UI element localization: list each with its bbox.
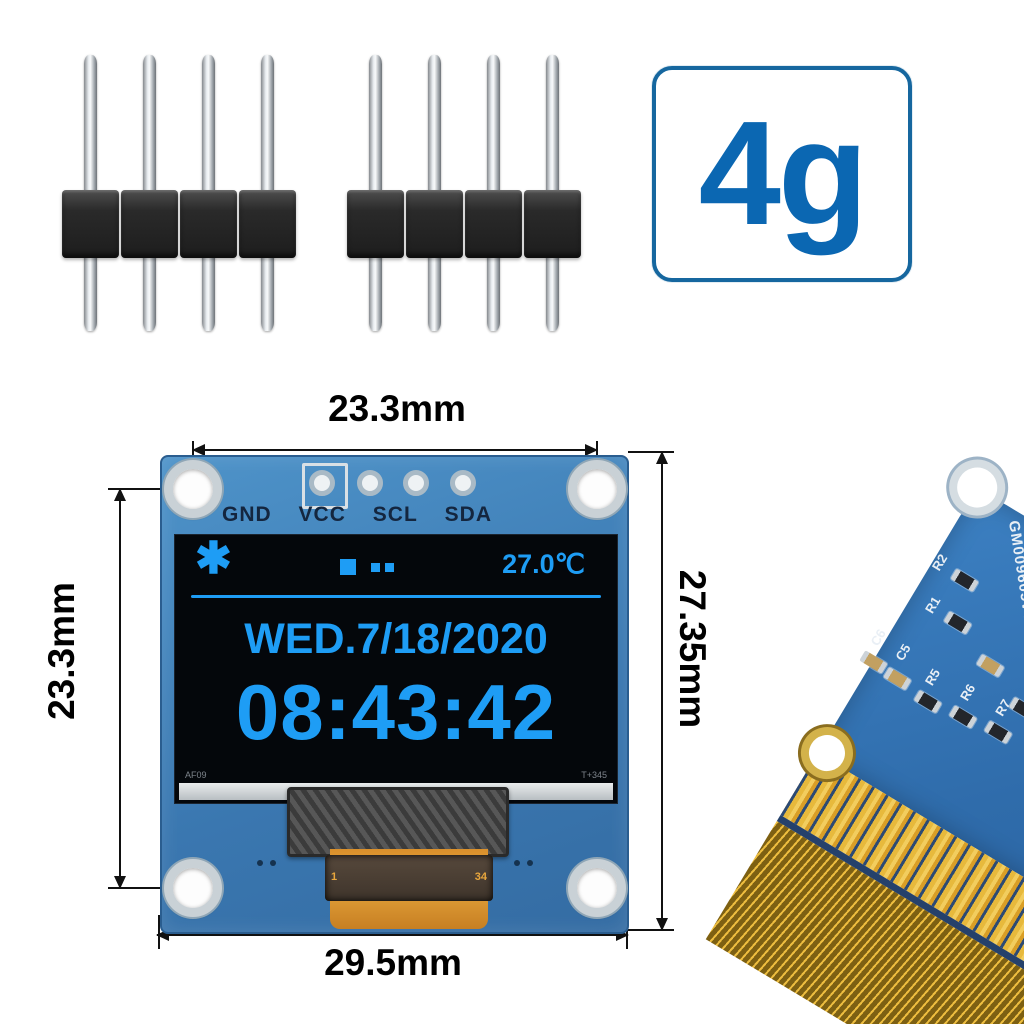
screen-divider bbox=[191, 595, 601, 598]
dim-extension-line bbox=[108, 887, 188, 889]
pin-pad-vcc bbox=[357, 470, 383, 496]
square-icon bbox=[371, 563, 380, 572]
flex-pin-number-first: 1 bbox=[331, 871, 338, 883]
solder-dot bbox=[514, 860, 520, 866]
header-body-block bbox=[121, 190, 178, 258]
header-body-block bbox=[465, 190, 522, 258]
pcb-back-photo: GM009605v4 R2 R1 C6 C5 R5 R6 R7 bbox=[705, 449, 1024, 1024]
pin-label-sda: SDA bbox=[444, 503, 492, 526]
pin-label-gnd: GND bbox=[222, 503, 272, 526]
pin-header-2 bbox=[345, 55, 585, 333]
ribbon-connector bbox=[287, 787, 509, 857]
date-text: WED.7/18/2020 bbox=[244, 615, 548, 663]
oled-module: GND VCC SCL SDA ✱ 27.0℃ WED.7/18/2020 08… bbox=[160, 455, 629, 934]
pin-labels-row: GND VCC SCL SDA bbox=[222, 503, 492, 527]
flex-connector: 1 34 bbox=[325, 855, 493, 901]
flex-pin-number-last: 34 bbox=[474, 871, 487, 883]
asterisk-icon: ✱ bbox=[195, 534, 232, 583]
dim-extension-line bbox=[192, 441, 194, 459]
dim-extension-line bbox=[628, 451, 674, 453]
dim-right-label: 27.35mm bbox=[672, 569, 713, 729]
dim-extension-line bbox=[158, 915, 160, 949]
header-body-block bbox=[239, 190, 296, 258]
dim-left-line bbox=[119, 489, 121, 888]
dim-extension-line bbox=[596, 441, 598, 459]
header-body-block bbox=[524, 190, 581, 258]
pin-label-scl: SCL bbox=[372, 503, 418, 526]
glass-mark-left: AF09 bbox=[185, 770, 207, 780]
dim-left-label: 23.3mm bbox=[41, 582, 82, 720]
square-icon bbox=[385, 563, 394, 572]
mounting-hole bbox=[568, 460, 626, 518]
header-body-block bbox=[62, 190, 119, 258]
dim-extension-line bbox=[628, 929, 674, 931]
dim-right-line bbox=[661, 452, 663, 930]
pin-pad-square bbox=[302, 463, 348, 509]
pin-pad-scl bbox=[403, 470, 429, 496]
dim-bottom-label: 29.5mm bbox=[324, 942, 462, 983]
header-body-block bbox=[406, 190, 463, 258]
time-text: 08:43:42 bbox=[235, 668, 557, 756]
glass-mark-right: T+345 bbox=[581, 770, 607, 780]
pin-header-1 bbox=[60, 55, 300, 333]
pin-label-vcc: VCC bbox=[298, 503, 346, 526]
mounting-hole bbox=[164, 460, 222, 518]
oled-screen: ✱ 27.0℃ WED.7/18/2020 08:43:42 AF09 T+34… bbox=[174, 534, 618, 804]
pin-pad-sda bbox=[450, 470, 476, 496]
pin-pad-gnd bbox=[309, 470, 335, 496]
dim-bottom-line bbox=[157, 934, 628, 936]
header-body-block bbox=[180, 190, 237, 258]
header-body-block bbox=[347, 190, 404, 258]
solder-dot bbox=[270, 860, 276, 866]
mounting-hole bbox=[164, 859, 222, 917]
dim-extension-line bbox=[626, 915, 628, 949]
temperature-reading: 27.0℃ bbox=[502, 549, 585, 579]
dim-extension-line bbox=[108, 488, 188, 490]
mounting-hole bbox=[568, 859, 626, 917]
square-icon bbox=[340, 559, 356, 575]
dim-top-label: 23.3mm bbox=[328, 388, 466, 429]
weight-text: 4g bbox=[698, 91, 869, 256]
weight-badge: 4g bbox=[652, 66, 912, 282]
dim-top-line bbox=[193, 449, 597, 451]
solder-dot bbox=[257, 860, 263, 866]
solder-dot bbox=[527, 860, 533, 866]
